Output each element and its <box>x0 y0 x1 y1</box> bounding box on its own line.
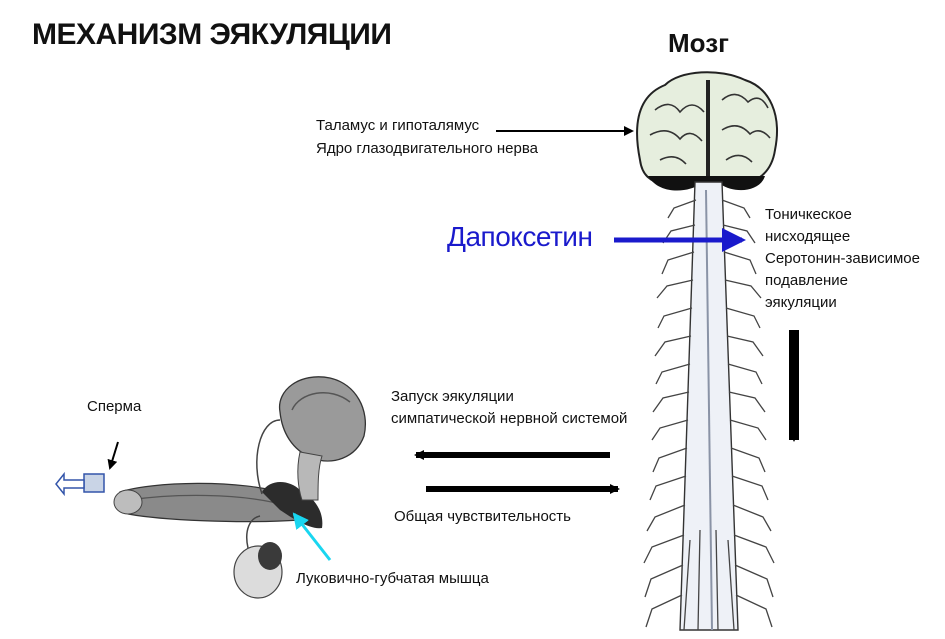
thalamus-label-line1: Таламус и гипоталямус <box>316 117 480 134</box>
tonic-label-line4: подавление <box>765 272 848 289</box>
tonic-label-line1: Тоничкеское <box>765 206 852 223</box>
sperm-label: Сперма <box>87 398 142 415</box>
diagram-title: МЕХАНИЗМ ЭЯКУЛЯЦИИ <box>32 18 392 51</box>
tonic-label-line3: Серотонин-зависимое <box>765 250 920 267</box>
sympathetic-label-line1: Запуск эякуляции <box>391 388 514 405</box>
muscle-pointer-arrow <box>292 512 332 561</box>
reproductive-organ-illustration <box>55 376 366 599</box>
tonic-label-line5: эякуляции <box>765 294 837 311</box>
spinal-cord-illustration <box>643 181 775 631</box>
sperm-pointer-arrow <box>107 441 119 470</box>
tonic-label-line2: нисходящее <box>765 228 851 245</box>
thalamus-label-line2: Ядро глазодвигательного нерва <box>316 140 538 157</box>
brain-illustration <box>636 71 778 191</box>
sensitivity-label: Общая чувствительность <box>394 508 571 525</box>
dapoxetine-label: Дапоксетин <box>447 221 593 252</box>
brain-label: Мозг <box>668 28 729 58</box>
sympathetic-label-line2: симпатической нервной системой <box>391 410 628 427</box>
muscle-label: Луковично-губчатая мышца <box>296 570 489 587</box>
